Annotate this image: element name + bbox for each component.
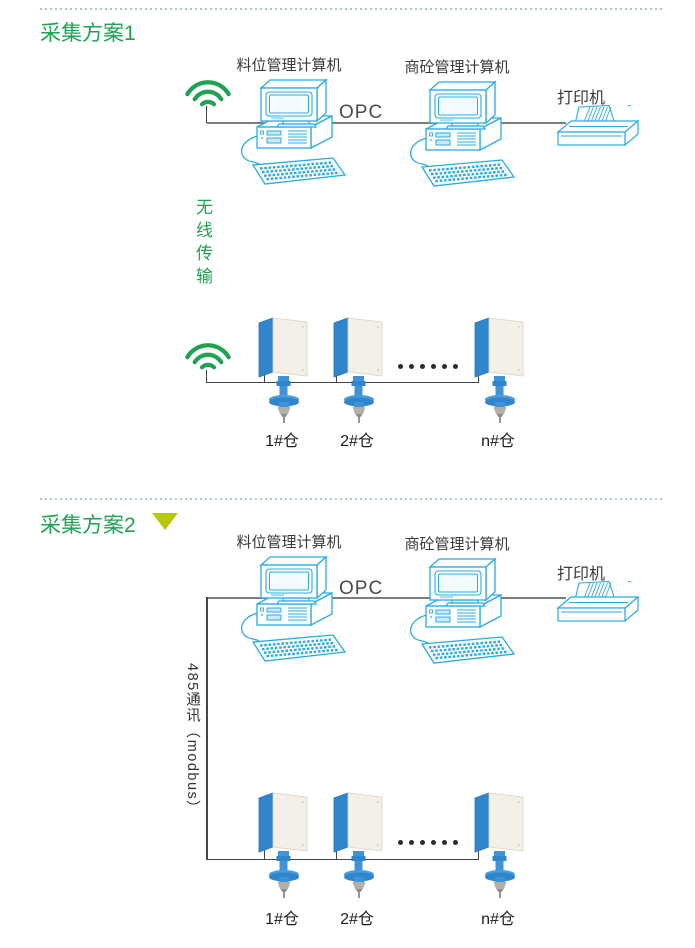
sensor-bus-line: [207, 382, 479, 383]
dotted-divider-middle: [40, 498, 665, 500]
wifi-drop-line: [206, 370, 207, 383]
level-sensor-graphic: [468, 790, 528, 898]
sensor-bus-line: [207, 859, 479, 860]
sensor-stub-line: [264, 845, 265, 860]
level-sensor-graphic: [327, 790, 387, 898]
wifi-icon: [184, 74, 232, 107]
computer-graphic: [233, 553, 358, 668]
silo-label: 2#仓: [340, 911, 374, 928]
printer-graphic: [554, 105, 646, 147]
scheme1-title: 采集方案1: [40, 22, 136, 45]
silo-label: 1#仓: [265, 911, 299, 928]
sensor-stub-line: [478, 845, 479, 860]
level-sensor-graphic: [327, 315, 387, 423]
computer-graphic: [402, 555, 527, 670]
silo-label: 1#仓: [265, 433, 299, 450]
level-sensor-graphic: [468, 315, 528, 423]
ellipsis-dots: [398, 840, 458, 845]
scheme2-title: 采集方案2: [40, 514, 136, 537]
ellipsis-dots: [398, 364, 458, 369]
wifi-icon: [184, 337, 232, 370]
concrete-computer-label: 商砼管理计算机: [404, 59, 510, 76]
rs485-bus-label: 485通讯（modbus）: [184, 663, 200, 817]
computer-graphic: [233, 76, 358, 191]
rs485-vertical-line: [206, 597, 208, 860]
sensor-stub-line: [336, 845, 337, 860]
concrete-computer-label: 商砼管理计算机: [404, 536, 510, 553]
material-computer-label: 料位管理计算机: [236, 57, 342, 74]
opc-label: OPC: [339, 578, 384, 599]
opc-label: OPC: [339, 102, 384, 123]
material-computer-label: 料位管理计算机: [236, 534, 342, 551]
dotted-divider-top: [40, 8, 665, 10]
opc-bus-line: [207, 597, 566, 599]
wireless-transmission-label: 无线传输: [193, 198, 212, 290]
silo-label: 2#仓: [340, 433, 374, 450]
printer-graphic: [554, 581, 646, 623]
printer-label: 打印机: [557, 90, 606, 107]
triangle-down-icon: [152, 513, 178, 530]
sensor-stub-line: [264, 368, 265, 383]
computer-graphic: [402, 78, 527, 193]
printer-label: 打印机: [557, 566, 606, 583]
wifi-drop-line: [206, 106, 207, 123]
level-sensor-graphic: [252, 315, 312, 423]
level-sensor-graphic: [252, 790, 312, 898]
opc-bus-line: [207, 122, 566, 124]
silo-label: n#仓: [481, 911, 515, 928]
silo-label: n#仓: [481, 433, 515, 450]
